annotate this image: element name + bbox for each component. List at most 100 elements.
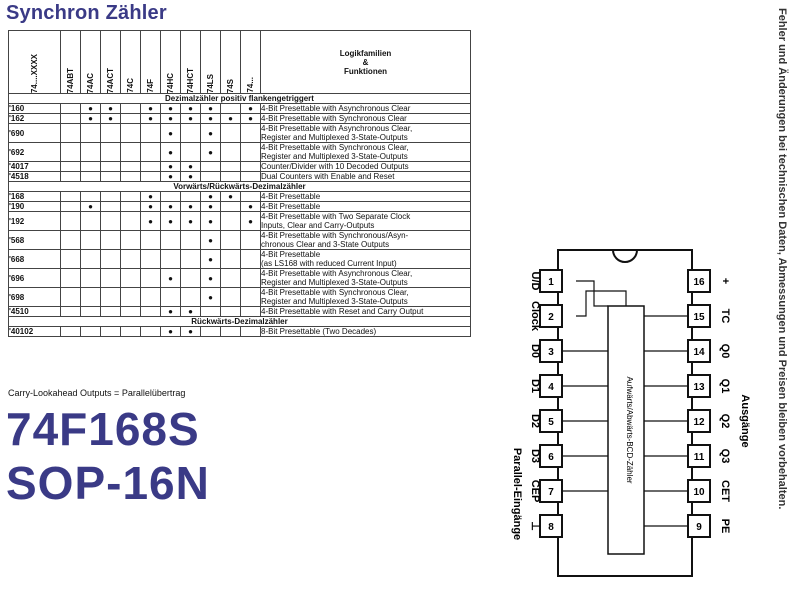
table-row: '192●●●●●4-Bit Presettable with Two Sepa… bbox=[8, 211, 471, 231]
availability-dot: ● bbox=[160, 201, 181, 212]
empty-cell bbox=[120, 191, 141, 202]
function-description: 4-Bit Presettable with Two Separate Cloc… bbox=[260, 211, 471, 231]
availability-dot: ● bbox=[200, 287, 221, 307]
type-code: '568 bbox=[8, 230, 61, 250]
empty-cell bbox=[240, 249, 261, 269]
table-row: '696●●4-Bit Presettable with Asynchronou… bbox=[8, 268, 471, 288]
availability-dot: ● bbox=[140, 113, 161, 124]
availability-dot: ● bbox=[200, 230, 221, 250]
table-row: '698●4-Bit Presettable with Synchronous … bbox=[8, 287, 471, 307]
empty-cell bbox=[220, 306, 241, 317]
counter-block-label: Aufwärts/Abwärts-BCD-Zähler bbox=[625, 376, 634, 483]
empty-cell bbox=[80, 171, 101, 182]
outputs-label: Ausgänge bbox=[739, 394, 751, 447]
empty-cell bbox=[140, 306, 161, 317]
function-description: 4-Bit Presettable bbox=[260, 191, 471, 202]
empty-cell bbox=[60, 191, 81, 202]
type-code: '4518 bbox=[8, 171, 61, 182]
empty-cell bbox=[100, 268, 121, 288]
empty-cell bbox=[120, 103, 141, 114]
availability-dot: ● bbox=[80, 113, 101, 124]
empty-cell bbox=[160, 287, 181, 307]
svg-text:D2: D2 bbox=[529, 414, 541, 428]
availability-dot: ● bbox=[180, 161, 201, 172]
empty-cell bbox=[120, 268, 141, 288]
type-code: '690 bbox=[8, 123, 61, 143]
function-description: Dual Counters with Enable and Reset bbox=[260, 171, 471, 182]
function-description: 4-Bit Presettable with Synchronous Clear bbox=[260, 113, 471, 124]
type-code: '190 bbox=[8, 201, 61, 212]
availability-dot: ● bbox=[140, 103, 161, 114]
family-header: 74C bbox=[120, 30, 141, 94]
availability-dot: ● bbox=[160, 211, 181, 231]
empty-cell bbox=[240, 142, 261, 162]
availability-dot: ● bbox=[80, 201, 101, 212]
svg-text:Q1: Q1 bbox=[719, 379, 731, 394]
empty-cell bbox=[100, 249, 121, 269]
empty-cell bbox=[100, 161, 121, 172]
pin-right: 16 + bbox=[687, 269, 731, 293]
family-header: 74ABT bbox=[60, 30, 81, 94]
corner-label: 74....XXXX bbox=[8, 30, 61, 94]
svg-text:U/D: U/D bbox=[529, 272, 541, 291]
type-code: '160 bbox=[8, 103, 61, 114]
empty-cell bbox=[100, 326, 121, 337]
type-code: '668 bbox=[8, 249, 61, 269]
empty-cell bbox=[120, 230, 141, 250]
svg-text:16: 16 bbox=[693, 277, 705, 288]
empty-cell bbox=[240, 123, 261, 143]
availability-dot: ● bbox=[220, 113, 241, 124]
availability-dot: ● bbox=[140, 191, 161, 202]
empty-cell bbox=[80, 191, 101, 202]
empty-cell bbox=[240, 326, 261, 337]
empty-cell bbox=[80, 326, 101, 337]
ic-notch bbox=[612, 249, 638, 263]
pin-left: 3D0 bbox=[529, 339, 608, 363]
availability-dot: ● bbox=[80, 103, 101, 114]
empty-cell bbox=[240, 230, 261, 250]
function-description: 4-Bit Presettable with Synchronous/Asyn-… bbox=[260, 230, 471, 250]
empty-cell bbox=[180, 191, 201, 202]
availability-dot: ● bbox=[200, 142, 221, 162]
availability-dot: ● bbox=[240, 113, 261, 124]
function-description: 4-Bit Presettable bbox=[260, 201, 471, 212]
family-header: 74LS bbox=[200, 30, 221, 94]
table-row: '4510●●4-Bit Presettable with Reset and … bbox=[8, 306, 471, 317]
empty-cell bbox=[120, 201, 141, 212]
svg-text:4: 4 bbox=[548, 382, 554, 393]
function-description: 4-Bit Presettable with Asynchronous Clea… bbox=[260, 103, 471, 114]
type-code: '192 bbox=[8, 211, 61, 231]
empty-cell bbox=[140, 287, 161, 307]
table-row: '162●●●●●●●●4-Bit Presettable with Synch… bbox=[8, 113, 471, 124]
availability-dot: ● bbox=[160, 268, 181, 288]
availability-dot: ● bbox=[160, 113, 181, 124]
svg-text:CEP: CEP bbox=[529, 480, 541, 503]
table-row: '568 ● 4-Bit Presettable with Synchronous/… bbox=[8, 230, 471, 250]
svg-text:12: 12 bbox=[693, 417, 705, 428]
empty-cell bbox=[140, 123, 161, 143]
function-description: 4-Bit Presettable with Reset and Carry O… bbox=[260, 306, 471, 317]
empty-cell bbox=[140, 171, 161, 182]
empty-cell bbox=[60, 103, 81, 114]
empty-cell bbox=[200, 161, 221, 172]
svg-text:+: + bbox=[719, 278, 731, 284]
table-row: '668●4-Bit Presettable(as LS168 with red… bbox=[8, 249, 471, 269]
availability-dot: ● bbox=[240, 211, 261, 231]
empty-cell bbox=[220, 287, 241, 307]
empty-cell bbox=[80, 249, 101, 269]
svg-text:TC: TC bbox=[719, 309, 731, 324]
type-code: '4510 bbox=[8, 306, 61, 317]
empty-cell bbox=[180, 123, 201, 143]
page-title: Synchron Zähler bbox=[6, 2, 167, 24]
availability-dot: ● bbox=[200, 123, 221, 143]
empty-cell bbox=[160, 230, 181, 250]
empty-cell bbox=[60, 249, 81, 269]
type-code: '4017 bbox=[8, 161, 61, 172]
availability-dot: ● bbox=[180, 113, 201, 124]
availability-dot: ● bbox=[200, 191, 221, 202]
